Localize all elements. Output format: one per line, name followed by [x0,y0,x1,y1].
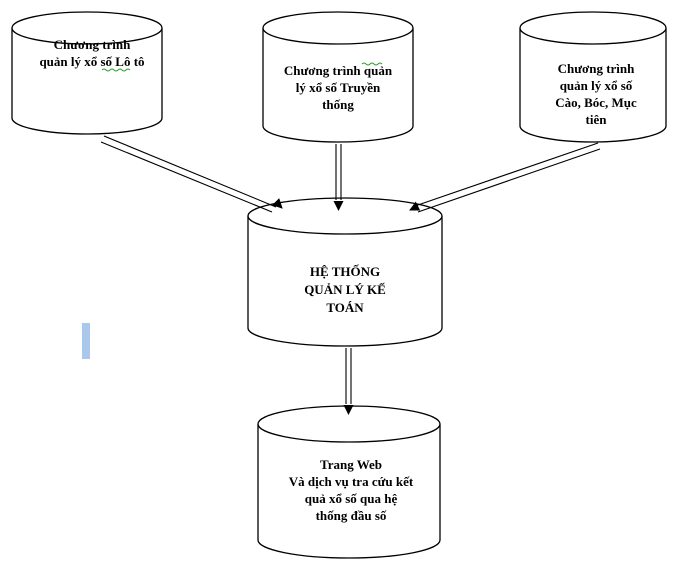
cao-boc-label-line-1: Chương trình [558,61,636,76]
arrow-truyen-thong-to-ke-toan [333,144,344,211]
text-cursor-highlight [82,323,90,359]
cao-boc-label-line-3: Cào, Bóc, Mục [555,95,637,110]
loto-label-line-1: Chương trình [54,37,132,52]
truyen-thong-label-line-1: Chương trình quản [284,63,393,78]
loto-label-line-2: quản lý xổ số Lô tô [39,54,144,69]
web-label-line-3: quả xổ số qua hệ [305,491,398,506]
web-label-line-4: thống đầu số [316,508,387,523]
arrow-cao-boc-to-ke-toan [409,142,601,213]
truyen-thong-label-line-2: lý xổ số Truyền [296,80,381,95]
cao-boc-label-line-4: tiên [586,112,608,127]
cao-boc-label-line-2: quản lý xổ số [560,78,633,93]
ke-toan-label-line-2: QUẢN LÝ KẾ [304,282,386,297]
cylinder-ke-toan: HỆ THỐNG QUẢN LÝ KẾ TOÁN [247,197,443,347]
web-label-line-1: Trang Web [320,457,382,472]
web-label-line-2: Và dịch vụ tra cứu kết [289,474,414,489]
truyen-thong-label-line-3: thống [322,97,354,112]
arrow-loto-to-ke-toan [100,135,283,213]
ke-toan-label-line-3: TOÁN [326,300,364,315]
cylinder-truyen-thong: Chương trình quản lý xổ số Truyền thống [262,11,414,143]
arrow-ke-toan-to-web [343,348,354,415]
ke-toan-label-line-1: HỆ THỐNG [310,264,380,279]
cylinder-loto: Chương trình quản lý xổ số Lô tô [11,11,163,135]
spellcheck-underlines [101,62,383,72]
cylinder-web: Trang Web Và dịch vụ tra cứu kết quả xổ … [257,405,441,559]
cylinder-cao-boc: Chương trình quản lý xổ số Cào, Bóc, Mục… [519,11,667,143]
